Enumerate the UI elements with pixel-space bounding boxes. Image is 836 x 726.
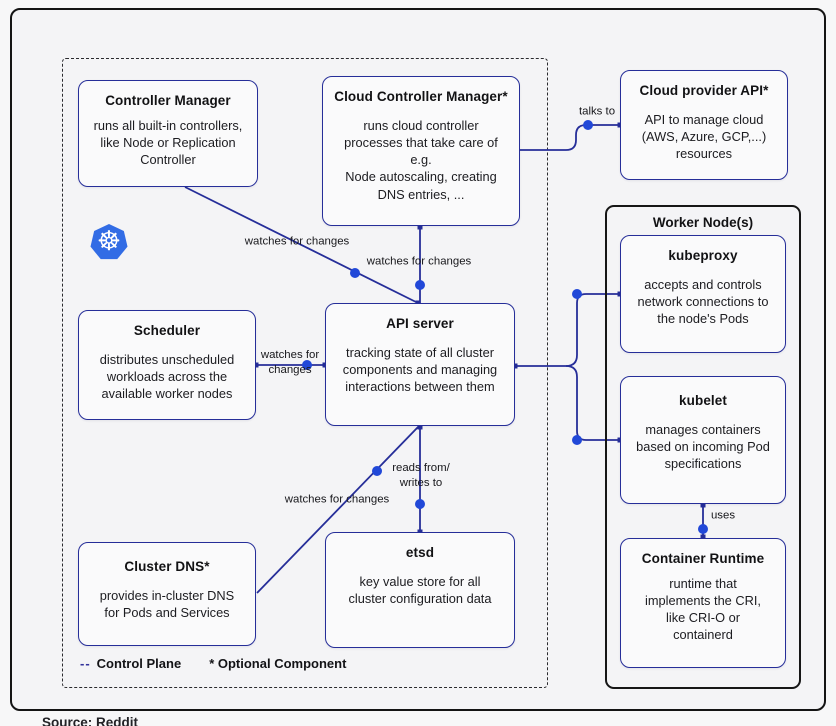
node-kubeproxy: kubeproxy accepts and controls network c…	[620, 235, 786, 353]
node-description: tracking state of all cluster components…	[342, 345, 498, 395]
node-container-runtime: Container Runtime runtime that implement…	[620, 538, 786, 668]
node-cloud-controller-manager: Cloud Controller Manager* runs cloud con…	[322, 76, 520, 226]
legend-optional-component: * Optional Component	[209, 656, 347, 671]
node-scheduler: Scheduler distributes unscheduled worklo…	[78, 310, 256, 420]
worker-node-title: Worker Node(s)	[652, 215, 754, 230]
legend-control-plane: -- Control Plane	[80, 656, 181, 671]
edge-label-reads-writes: reads from/ writes to	[392, 462, 450, 489]
node-description: provides in-cluster DNS for Pods and Ser…	[99, 588, 235, 621]
node-title: Controller Manager	[105, 93, 231, 108]
node-cluster-dns: Cluster DNS* provides in-cluster DNS for…	[78, 542, 256, 646]
edge-label-dns-watches: watches for changes	[284, 493, 390, 506]
node-controller-manager: Controller Manager runs all built-in con…	[78, 80, 258, 187]
node-description: runs all built-in controllers, like Node…	[93, 118, 243, 168]
node-description: distributes unscheduled workloads across…	[99, 352, 235, 402]
node-description: API to manage cloud (AWS, Azure, GCP,...…	[641, 112, 767, 162]
node-etsd: etsd key value store for all cluster con…	[325, 532, 515, 648]
edge-label-talks-to: talks to	[578, 105, 616, 118]
kubernetes-logo-icon: ☸	[90, 224, 128, 260]
node-title: API server	[386, 316, 454, 331]
edge-label-uses: uses	[710, 509, 736, 522]
node-title: Cluster DNS*	[124, 559, 210, 574]
node-title: etsd	[405, 545, 435, 560]
kubernetes-wheel-glyph: ☸	[96, 226, 122, 257]
node-description: key value store for all cluster configur…	[348, 574, 492, 607]
node-description: accepts and controls network connections…	[637, 277, 769, 327]
node-api-server: API server tracking state of all cluster…	[325, 303, 515, 426]
control-plane-dashed-region	[62, 58, 548, 688]
source-note: Source: Reddit	[42, 715, 139, 726]
node-description: runs cloud controller processes that tak…	[344, 118, 498, 202]
edge-label-cm-watches: watches for changes	[244, 235, 350, 248]
worker-node-group: Worker Node(s)	[605, 205, 801, 689]
node-title: Container Runtime	[641, 551, 765, 566]
node-title: Cloud provider API*	[639, 83, 769, 98]
node-title: Cloud Controller Manager*	[334, 89, 508, 104]
node-title: Scheduler	[133, 323, 201, 338]
edge-label-scheduler-watches: watches for changes	[260, 349, 320, 376]
legend: -- Control Plane * Optional Component	[80, 656, 346, 671]
node-title: kubeproxy	[668, 248, 738, 263]
legend-dash-symbol: --	[80, 656, 91, 671]
node-title: kubelet	[679, 393, 727, 408]
legend-control-plane-label: Control Plane	[96, 656, 182, 671]
node-kubelet: kubelet manages containers based on inco…	[620, 376, 786, 504]
node-cloud-provider-api: Cloud provider API* API to manage cloud …	[620, 70, 788, 180]
edge-label-ccm-watches: watches for changes	[366, 255, 472, 268]
node-description: manages containers based on incoming Pod…	[636, 422, 770, 472]
node-description: runtime that implements the CRI, like CR…	[645, 576, 761, 643]
